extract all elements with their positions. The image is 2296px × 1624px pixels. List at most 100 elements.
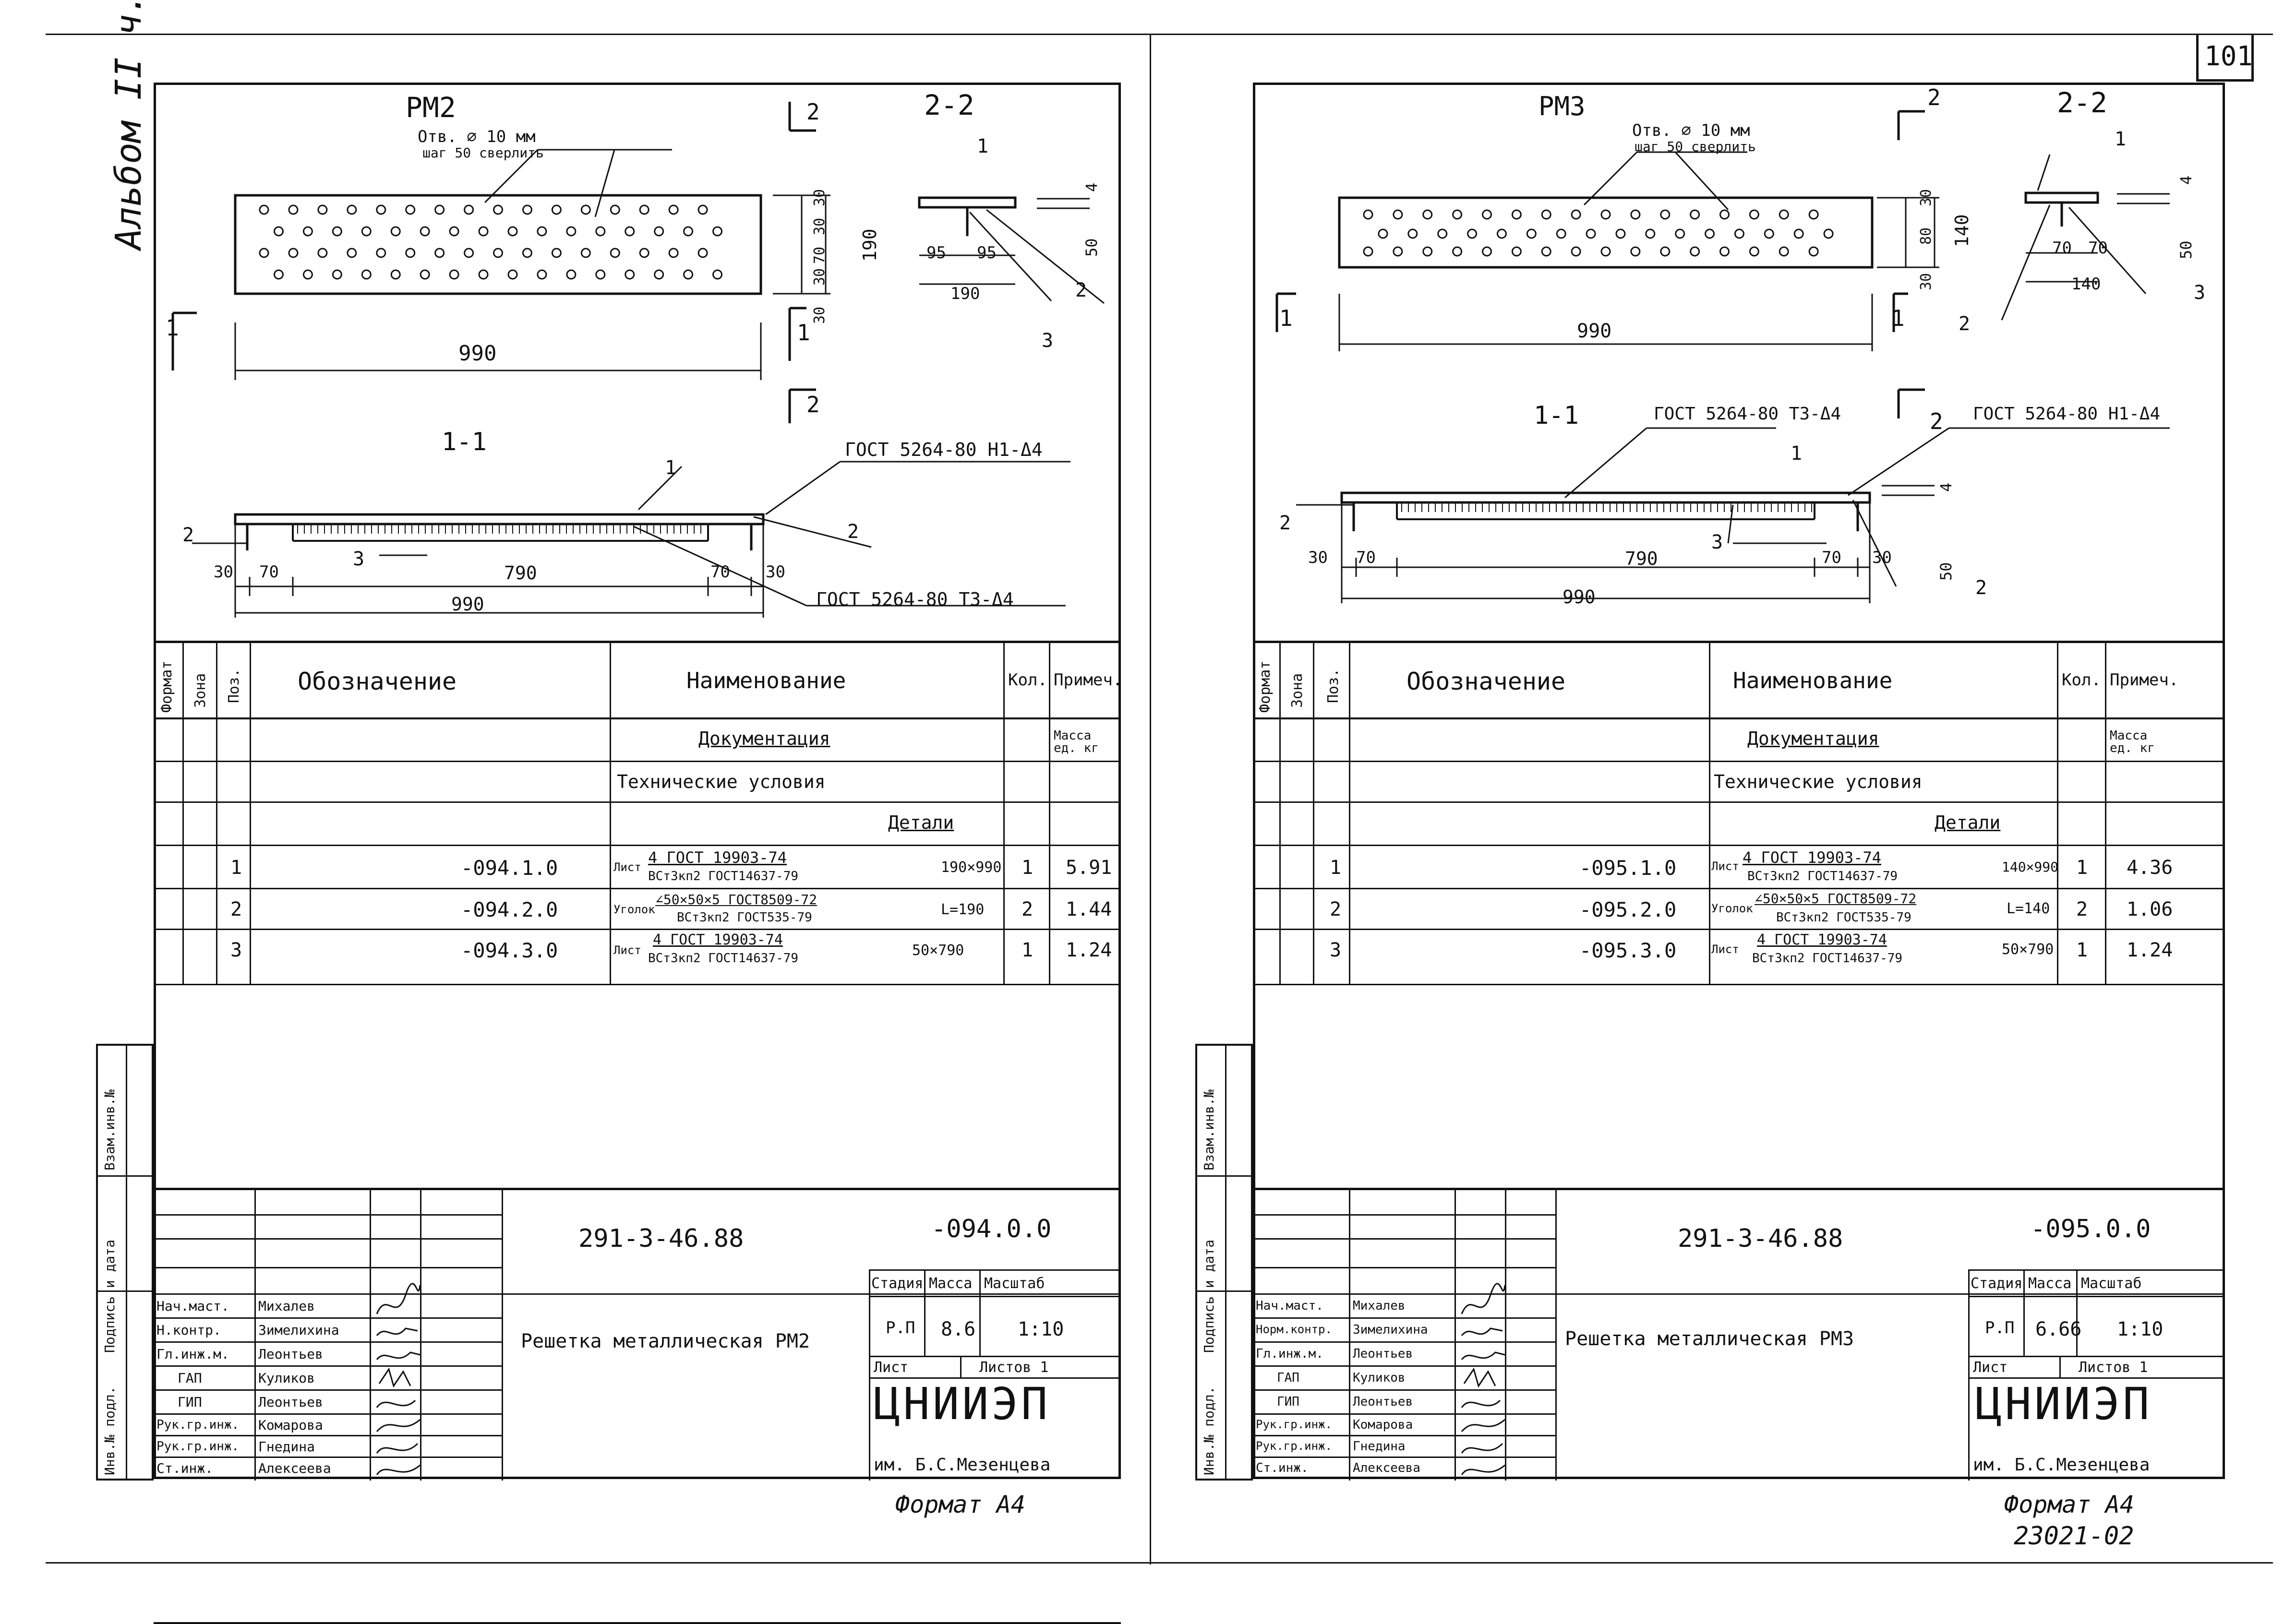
hole xyxy=(259,248,269,258)
hole xyxy=(566,269,577,280)
hole xyxy=(259,204,269,215)
side-strip: Инв.№ подл. Подпись и дата Взам.инв.№ xyxy=(1195,1044,1253,1481)
person-name: Гнедина xyxy=(1353,1439,1406,1454)
sec22-w2: 95 xyxy=(977,243,997,263)
sheets-count: Листов 1 xyxy=(979,1359,1049,1376)
hole xyxy=(1496,228,1507,239)
sec11-edge-right: 30 xyxy=(766,562,785,582)
row-material: Уголок xyxy=(1711,902,1753,915)
role: Рук.гр.инж. xyxy=(1256,1418,1332,1431)
hole xyxy=(493,248,503,258)
hole xyxy=(376,204,386,215)
sec11-thickness: 4 xyxy=(1937,482,1955,492)
hole xyxy=(1660,209,1671,220)
hole xyxy=(1823,228,1834,239)
section-2-2 xyxy=(918,196,1017,209)
hole xyxy=(625,269,635,280)
side-label-inv: Инв.№ подл. xyxy=(102,1386,118,1475)
hole xyxy=(1363,246,1373,257)
side-label-replace: Взам.инв.№ xyxy=(1201,1089,1217,1170)
sheets-count: Листов 1 xyxy=(2079,1359,2148,1376)
role: Н.контр. xyxy=(156,1322,221,1338)
row-gost-1: 4 ГОСТ 19903-74 xyxy=(1757,931,1887,948)
sec22-total: 140 xyxy=(2071,275,2101,294)
hole-note-1: Отв. ⌀ 10 мм xyxy=(418,127,536,146)
mass-label: Масса xyxy=(2028,1275,2072,1292)
row-qty: 2 xyxy=(2076,898,2088,920)
sec11-callout-2-right: 2 xyxy=(847,521,859,543)
scale-value: 1:10 xyxy=(2117,1318,2164,1340)
signatures xyxy=(1461,1283,1506,1475)
sec11-total: 990 xyxy=(451,594,484,615)
hole xyxy=(654,269,664,280)
hole xyxy=(288,204,299,215)
row-mass: 4.36 xyxy=(2127,857,2173,879)
person-name: Куликов xyxy=(1353,1371,1406,1385)
section-2-2-title: 2-2 xyxy=(924,89,974,121)
documentation-label: Документация xyxy=(698,728,830,749)
hole xyxy=(1363,209,1373,220)
hole xyxy=(361,269,372,280)
sheet-code: -094.0.0 xyxy=(931,1215,1052,1243)
sec22-callout-1: 1 xyxy=(977,135,989,157)
sec22-thickness: 4 xyxy=(1082,182,1101,192)
role: Ст.инж. xyxy=(156,1460,214,1476)
hole xyxy=(347,204,357,215)
sec11-total: 990 xyxy=(1563,586,1596,608)
hole xyxy=(464,204,474,215)
row-qty: 1 xyxy=(2076,857,2088,879)
side-label-inv: Инв.№ подл. xyxy=(1201,1386,1217,1475)
hole xyxy=(537,226,547,237)
section-1-1 xyxy=(1340,491,1871,504)
hole xyxy=(1571,209,1581,220)
format-label-right: Формат А4 xyxy=(2004,1491,2134,1518)
dim-row-1: 30 xyxy=(811,189,828,206)
hole xyxy=(1541,246,1551,257)
hole-note-2: шаг 50 сверлить xyxy=(422,145,544,161)
row-gost-2: ВСт3кп2 ГОСТ535-79 xyxy=(677,910,812,925)
row-mass: 1.06 xyxy=(2127,898,2173,920)
hole xyxy=(1719,246,1730,257)
person-name: Комарова xyxy=(1353,1418,1413,1432)
hole xyxy=(1705,228,1715,239)
hole xyxy=(302,269,313,280)
row-size: L=140 xyxy=(2007,900,2050,917)
hole xyxy=(697,204,708,215)
hdr-format: Формат xyxy=(158,660,175,713)
hole xyxy=(1764,228,1774,239)
hole xyxy=(317,248,328,258)
role: Ст.инж. xyxy=(1256,1461,1309,1475)
personnel-list: Нач.маст. Михалев Н.контр. Зимелихина Гл… xyxy=(154,1283,502,1482)
hole xyxy=(493,204,503,215)
hole xyxy=(464,248,474,258)
role: Гл.инж.м. xyxy=(1256,1347,1323,1361)
stage-value: Р.П xyxy=(886,1318,915,1337)
role: ГИП xyxy=(1277,1395,1299,1409)
hole xyxy=(1393,209,1403,220)
hole xyxy=(610,248,620,258)
sec11-70-left: 70 xyxy=(259,562,279,582)
spec-row: 1 -095.1.0 Лист 4 ГОСТ 19903-74 ВСт3кп2 … xyxy=(1253,846,2225,888)
hdr-qty: Кол. xyxy=(2062,670,2101,690)
role: ГИП xyxy=(178,1394,202,1410)
row-pos: 2 xyxy=(1330,898,1342,920)
sec22-callout-3: 3 xyxy=(1042,330,1054,352)
hole xyxy=(1600,246,1611,257)
signatures xyxy=(376,1283,421,1475)
section-1-1-title: 1-1 xyxy=(442,428,487,456)
sec11-height: 50 xyxy=(1937,562,1955,581)
hdr-designation: Обозначение xyxy=(298,668,457,695)
sec11-70-left: 70 xyxy=(1356,548,1376,567)
hole-note-2: шаг 50 сверлить xyxy=(1635,139,1756,155)
hole xyxy=(507,226,518,237)
hdr-designation: Обозначение xyxy=(1406,668,1566,695)
hole xyxy=(390,226,401,237)
row-gost-1: ∠50×50×5 ГОСТ8509-72 xyxy=(1755,891,1917,907)
hdr-note: Примеч. xyxy=(1054,670,1123,690)
title-block: 291-3-46.88 -094.0.0 Решетка металлическ… xyxy=(154,1188,1121,1482)
stage-label: Стадия xyxy=(871,1275,924,1292)
personnel-list: Нач.маст. Михалев Норм.контр. Зимелихина… xyxy=(1253,1283,1555,1482)
row-size: 140×990 xyxy=(2002,859,2059,875)
hole xyxy=(551,248,562,258)
sec11-callout-3: 3 xyxy=(1711,531,1723,553)
